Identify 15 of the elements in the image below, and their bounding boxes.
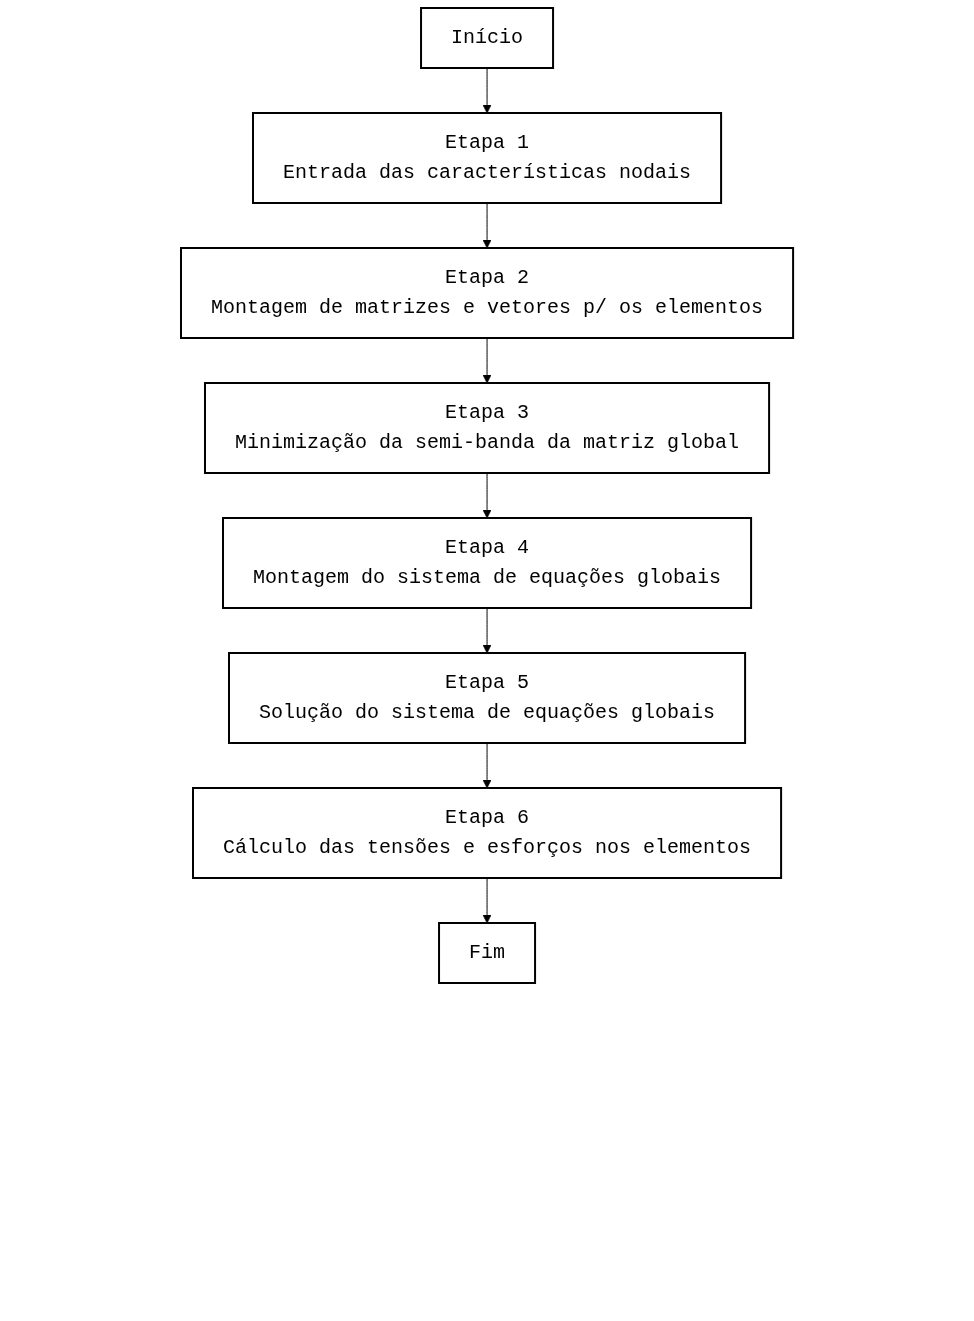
arrow [482,337,492,384]
node-box: Fim [438,922,536,984]
node-box: Etapa 4 Montagem do sistema de equações globais [221,517,753,609]
node-box: Etapa 3 Minimização da semi-banda da matriz global [203,382,771,474]
arrow [482,607,492,654]
node-box: Etapa 2 Montagem de matrizes e vetores p/ os elementos [179,247,795,339]
arrow [482,877,492,924]
node-box: Etapa 5 Solução do sistema de equações globais [227,652,747,744]
node-box: Etapa 1 Entrada das características nodais [251,112,723,204]
arrow [482,202,492,249]
node-box: Início [420,7,554,69]
arrow [482,472,492,519]
arrow [482,742,492,789]
arrow [482,67,492,114]
node-box: Etapa 6 Cálculo das tensões e esforços nos elementos [191,787,783,879]
